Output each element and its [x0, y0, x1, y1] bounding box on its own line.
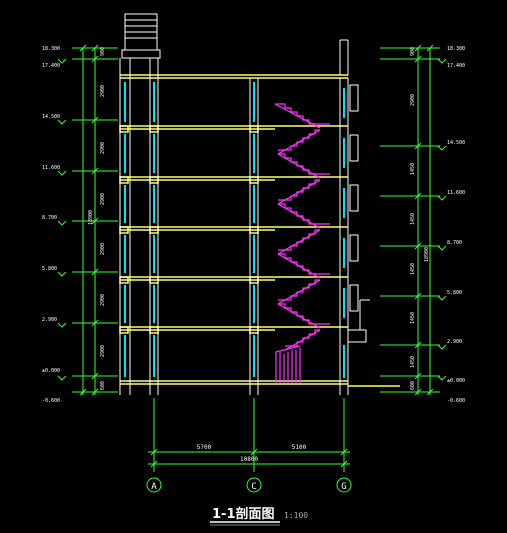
right-total-label: 18900: [424, 247, 430, 262]
bottom-dim-labels: 5700 5100 10800: [197, 444, 307, 463]
axis-label-c: C: [251, 482, 256, 492]
right-dim-label: 1450: [410, 356, 416, 368]
right-dim-label: 1450: [410, 312, 416, 324]
right-dim-label: 1450: [410, 213, 416, 225]
right-dim-label: 1450: [410, 263, 416, 275]
left-level-label: -0.600: [42, 398, 60, 404]
left-level-label: 5.800: [42, 266, 57, 272]
axis-bubble-g: [336, 477, 352, 493]
left-level-label: 17.400: [42, 63, 60, 69]
right-dim-label: 600: [410, 381, 416, 390]
right-dim-label: 1450: [410, 163, 416, 175]
axis-bubble-a: [146, 477, 162, 493]
axis-bubble-c: [246, 477, 262, 493]
left-level-label: 8.700: [42, 215, 57, 221]
left-dim-labels: 900 2900 2900 2900 2900 2900 2900 600 18…: [88, 47, 106, 390]
right-dimension-lines: [380, 44, 447, 396]
bottom-dim-label: 5700: [197, 444, 212, 451]
right-dim-labels: 900 2900 1450 1450 1450 1450 1450 600 18…: [410, 47, 430, 390]
left-dimension-lines: [57, 44, 118, 396]
left-level-label: 14.500: [42, 114, 60, 120]
right-level-label: 14.500: [447, 140, 465, 146]
left-dim-label: 2900: [100, 193, 106, 205]
right-level-label: -0.600: [447, 398, 465, 404]
left-dim-label: 2900: [100, 345, 106, 357]
right-level-label: 11.600: [447, 190, 465, 196]
floor-slabs: [119, 74, 400, 387]
axis-label-a: A: [151, 482, 157, 492]
left-dim-label: 900: [100, 47, 106, 56]
left-level-labels: 18.300 17.400 14.500 11.600 8.700 5.800 …: [42, 46, 60, 404]
right-level-label: 18.300: [447, 46, 465, 52]
roof-tank: [121, 13, 349, 75]
right-level-label: 17.400: [447, 63, 465, 69]
bottom-total-label: 10800: [240, 456, 258, 463]
exterior-windows: [349, 84, 359, 312]
drawing-title: 1-1剖面图 1:100: [210, 506, 308, 526]
right-level-label: ±0.000: [447, 378, 465, 384]
left-total-label: 18900: [88, 210, 94, 225]
left-dim-label: 600: [100, 381, 106, 390]
left-dim-label: 2900: [100, 85, 106, 97]
title-text: 1-1剖面图: [212, 506, 275, 522]
left-dim-label: 2900: [100, 243, 106, 255]
right-level-label: 8.700: [447, 240, 462, 246]
left-level-label: ±0.000: [42, 368, 60, 374]
bottom-dimension-lines: [148, 398, 350, 472]
left-level-label: 2.900: [42, 317, 57, 323]
right-level-label: 5.800: [447, 290, 462, 296]
right-dim-label: 2900: [410, 94, 416, 106]
walls: [119, 58, 370, 395]
glazing: [124, 82, 345, 378]
axis-bubbles: A C G: [146, 477, 352, 493]
right-level-labels: 18.300 17.400 14.500 11.600 8.700 5.800 …: [447, 46, 465, 404]
left-level-label: 11.600: [42, 165, 60, 171]
left-dim-label: 2900: [100, 142, 106, 154]
left-dim-label: 2900: [100, 294, 106, 306]
right-level-label: 2.900: [447, 339, 462, 345]
left-level-label: 18.300: [42, 46, 60, 52]
axis-label-g: G: [341, 482, 346, 492]
stair-flights: [274, 103, 330, 383]
bottom-dim-label: 5100: [292, 444, 307, 451]
right-dim-label: 900: [410, 47, 416, 56]
scale-text: 1:100: [284, 511, 308, 520]
